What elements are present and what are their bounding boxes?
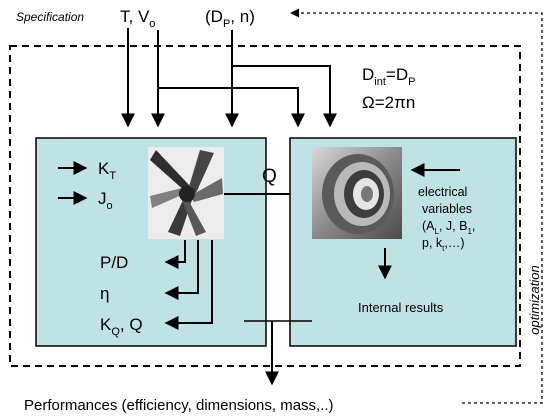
spec-inputs: T, Vo (120, 7, 155, 30)
system-boundary (9, 45, 521, 367)
ev-line4: p, kt,…) (422, 236, 465, 253)
pd-output-label: P/D (100, 253, 128, 272)
kq-output-label: KQ, Q (100, 315, 143, 338)
performances-label: Performances (efficiency, dimensions, ma… (24, 397, 334, 414)
torque-label: Q (262, 166, 277, 187)
dint-relation: Dint=DP (362, 65, 415, 88)
eta-output-label: η (100, 284, 109, 303)
performance-collector (244, 320, 312, 386)
jo-input-label: Jo (98, 189, 113, 212)
optimization-loop (290, 8, 543, 404)
input-arrows (121, 28, 337, 128)
ev-line3: (AL, J, B1, (422, 219, 475, 236)
internal-results-label: Internal results (358, 300, 444, 315)
propeller-output-arrows (164, 240, 213, 330)
propeller-icon (148, 147, 224, 239)
ev-line1: electrical (418, 185, 467, 199)
ev-line2: variables (422, 202, 472, 216)
omega-relation: Ω=2πn (362, 93, 415, 112)
motor-icon (312, 147, 402, 239)
kt-input-label: KT (98, 159, 116, 182)
optimization-label: optimization (527, 265, 542, 334)
propeller-params: (DP, n) (205, 7, 255, 30)
specification-label: Specification (16, 10, 84, 24)
